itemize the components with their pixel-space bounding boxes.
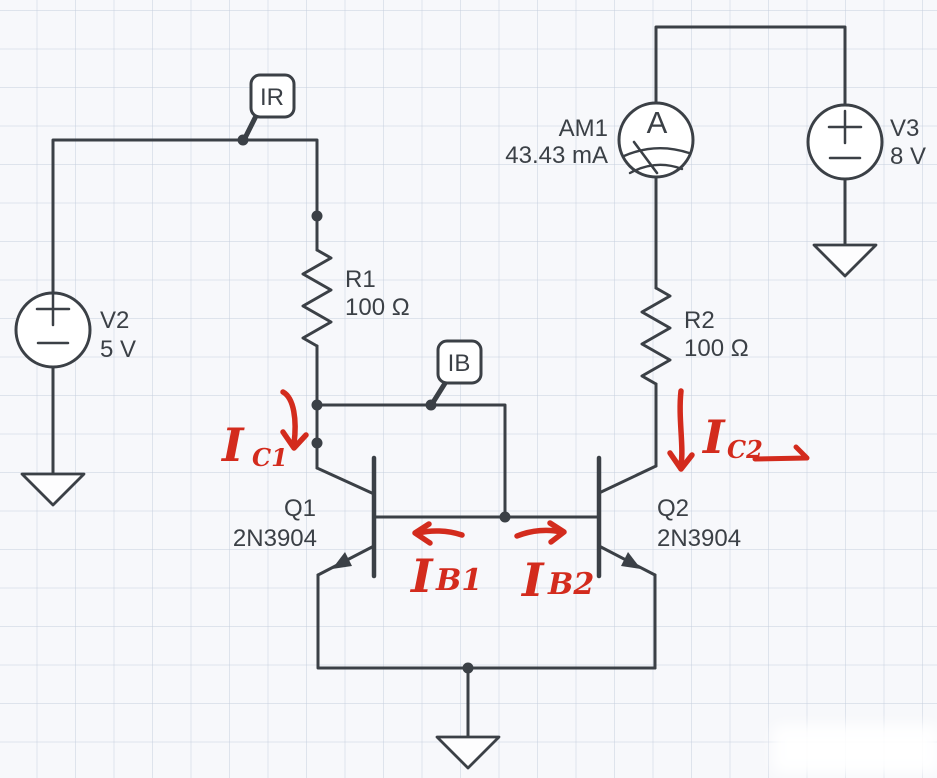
- annotation-ib1-base: I: [409, 549, 434, 603]
- junction-dot-r1-top: [311, 210, 323, 222]
- ground-icon-emitters: [435, 735, 501, 770]
- right-arrow-icon: [514, 527, 564, 539]
- transistor-q2-collector-lead: [597, 464, 658, 495]
- voltage-source-v3-name: V3: [890, 115, 919, 142]
- annotation-ib1-sub: B1: [435, 563, 482, 598]
- transistor-q2: Q2 2N3904: [596, 455, 741, 579]
- junction-dot-q1-collector: [311, 437, 323, 449]
- junction-dot-base-rail: [499, 511, 511, 523]
- wire-top-rail: [654, 25, 847, 107]
- probe-ib: IB: [429, 339, 483, 407]
- ammeter-needle: [632, 140, 659, 175]
- resistor-r2-value: 100 Ω: [684, 335, 749, 362]
- resistor-r2: R2 100 Ω: [640, 286, 749, 386]
- annotation-ic2-base: I: [701, 410, 726, 464]
- ground-icon-v2: [20, 472, 86, 507]
- voltage-source-v2-value: 5 V: [100, 336, 136, 363]
- ammeter-scale-arc-upper: [622, 146, 691, 158]
- right-arrow-head-icon: [547, 520, 567, 545]
- down-arrow-icon: [677, 388, 685, 468]
- transistor-q2-emitter-arrow: [621, 552, 641, 569]
- resistor-r1-name: R1: [345, 266, 376, 293]
- junction-dot-collector-branch: [311, 399, 323, 411]
- resistor-r2-zigzag: [640, 286, 672, 386]
- plus-sign-icon: [827, 109, 863, 145]
- resistor-r1-value: 100 Ω: [345, 294, 410, 321]
- down-arrow-icon: [280, 389, 298, 447]
- annotation-ib2-sub: B2: [547, 567, 594, 602]
- ground-symbols: [20, 243, 878, 770]
- transistor-q1-collector-lead: [315, 466, 376, 496]
- probe-ir: IR: [241, 73, 296, 143]
- watermark-patch: [772, 724, 937, 774]
- transistor-q2-name: Q2: [657, 495, 689, 522]
- probe-ir-label: IR: [260, 84, 284, 111]
- wire-bottom-rail: [316, 573, 657, 670]
- ammeter-scale-arc-lower: [628, 163, 684, 175]
- transistor-q1: Q1 2N3904: [233, 455, 377, 579]
- wire-base-feedback: [315, 403, 507, 519]
- wires: [51, 25, 847, 740]
- voltage-source-v2: V2 5 V: [14, 291, 136, 369]
- annotation-ib2-base: I: [520, 553, 545, 607]
- annotation-ib2: I B2: [514, 520, 594, 607]
- annotation-ic2: I C2: [667, 388, 810, 472]
- probe-ib-label: IB: [448, 350, 471, 377]
- voltage-source-v3: V3 8 V: [806, 103, 926, 181]
- ammeter-am1-name: AM1: [559, 115, 608, 142]
- transistor-q1-name: Q1: [284, 495, 316, 522]
- ammeter-am1-body: [617, 101, 695, 179]
- ammeter-am1-reading: 43.43 mA: [505, 142, 608, 169]
- transistor-q2-part: 2N3904: [657, 525, 741, 552]
- down-arrow-head-icon: [667, 450, 695, 472]
- probe-ir-callout: [241, 111, 260, 143]
- annotation-ic2-swoosh: [752, 444, 810, 462]
- annotation-ic1: I C1: [220, 389, 309, 472]
- resistor-r1-zigzag: [301, 248, 333, 348]
- left-arrow-head-icon: [412, 521, 433, 546]
- voltage-source-v2-name: V2: [100, 307, 129, 334]
- resistor-r1: R1 100 Ω: [301, 248, 410, 348]
- resistor-r2-name: R2: [684, 307, 715, 334]
- probe-ir-box: [249, 73, 296, 119]
- transistor-q1-part: 2N3904: [233, 525, 317, 552]
- transistor-q1-emitter-arrow: [332, 552, 352, 569]
- ammeter-am1: A AM1 43.43 mA: [505, 101, 695, 179]
- plus-sign-icon: [35, 291, 71, 327]
- handwritten-annotations: I C1 I C2 I B1 I: [220, 388, 810, 607]
- junction-dot-ground: [462, 662, 474, 674]
- left-arrow-icon: [415, 528, 465, 538]
- probe-ib-box: [436, 339, 483, 385]
- wire-v2-to-r1: [51, 138, 319, 295]
- annotation-ic1-base: I: [220, 418, 245, 472]
- down-arrow-head-icon: [280, 429, 309, 451]
- annotation-ic1-sub: C1: [252, 443, 288, 472]
- voltage-source-v3-value: 8 V: [890, 143, 926, 170]
- annotation-ib1: I B1: [409, 521, 482, 603]
- ammeter-dial-letter: A: [647, 105, 668, 140]
- ground-icon-v3: [812, 243, 878, 278]
